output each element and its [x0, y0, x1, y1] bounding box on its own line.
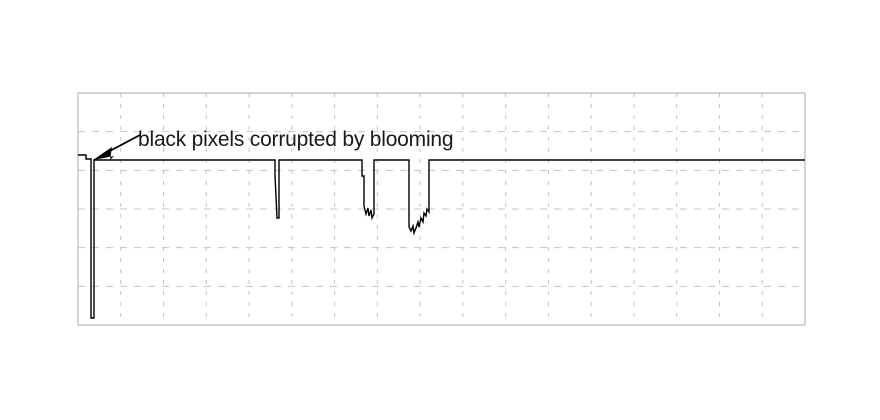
data-trace-line [78, 154, 805, 319]
gridlines [78, 93, 805, 325]
plot-frame [77, 92, 806, 326]
callout-arrow [93, 134, 141, 160]
callout-arrow-head [93, 147, 114, 160]
blooming-annotation-label: black pixels corrupted by blooming [138, 128, 453, 151]
